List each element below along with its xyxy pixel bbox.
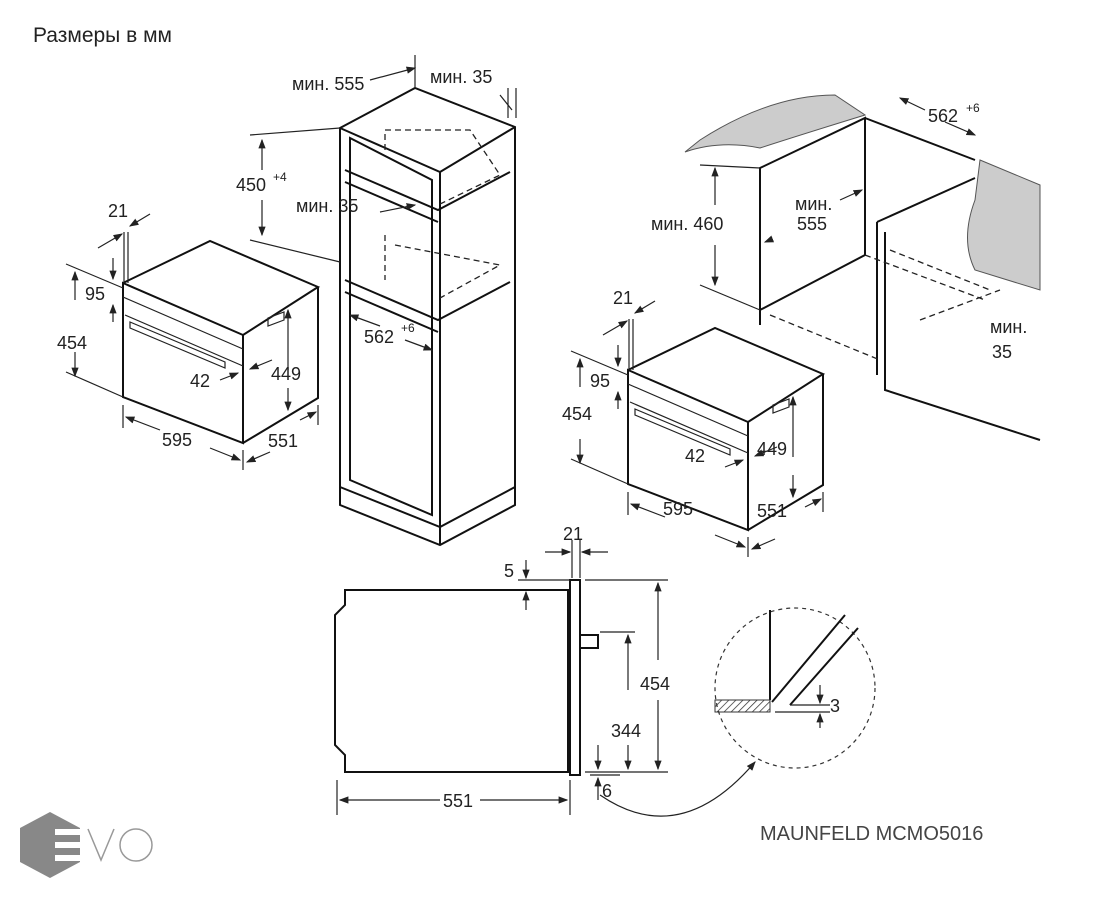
tall-cabinet-view: мин. 555 мин. 35 450 +4 мин. 35 562 +6 xyxy=(236,55,517,547)
dim-min-depth-line2: 555 xyxy=(797,214,827,234)
dim-niche-width-tolerance: +6 xyxy=(966,101,980,115)
brand-model-label: MAUNFELD MCMO5016 xyxy=(760,823,984,845)
page-title: Размеры в мм xyxy=(33,24,172,47)
dim-min-depth-line1: мин. xyxy=(795,194,832,214)
dim-height: 454 xyxy=(562,404,592,424)
dim-niche-height: 450 xyxy=(236,175,266,195)
dim-niche-width: 562 xyxy=(928,106,958,126)
dim-body-height: 449 xyxy=(271,364,301,384)
dim-handle-height: 344 xyxy=(611,721,641,741)
dim-bottom-offset: 6 xyxy=(602,781,612,801)
oven-side-view: 21 5 454 344 551 6 3 xyxy=(334,524,876,817)
dim-width: 595 xyxy=(663,499,693,519)
dim-detail-gap: 3 xyxy=(830,696,840,716)
dim-niche-height-tolerance: +4 xyxy=(273,170,287,184)
oven-right-view: 21 95 454 42 449 595 551 xyxy=(562,288,823,557)
dim-width: 595 xyxy=(162,430,192,450)
dim-min-height: мин. 460 xyxy=(651,214,723,234)
dim-front-thickness: 21 xyxy=(613,288,633,308)
dim-min-gap-top: мин. 35 xyxy=(430,67,492,87)
evo-logo xyxy=(20,812,153,878)
dim-panel-height: 95 xyxy=(590,371,610,391)
dim-niche-width: 562 xyxy=(364,327,394,347)
base-cabinet-view: 562 +6 мин. 460 мин. 555 мин. 35 xyxy=(651,94,1041,441)
dim-handle-depth: 42 xyxy=(685,446,705,466)
dim-front-thickness: 21 xyxy=(563,524,583,544)
dim-depth: 551 xyxy=(757,501,787,521)
dim-height: 454 xyxy=(57,333,87,353)
oven-left-view: 21 95 454 42 449 595 551 xyxy=(57,201,318,470)
dim-niche-width-tolerance: +6 xyxy=(401,321,415,335)
dim-min-gap-line1: мин. xyxy=(990,317,1027,337)
dim-body-height: 449 xyxy=(757,439,787,459)
dim-handle-depth: 42 xyxy=(190,371,210,391)
dim-top-offset: 5 xyxy=(504,561,514,581)
dim-panel-height: 95 xyxy=(85,284,105,304)
dim-min-gap-shelf: мин. 35 xyxy=(296,196,358,216)
dim-depth: 551 xyxy=(443,791,473,811)
dim-min-depth: мин. 555 xyxy=(292,74,364,94)
dim-front-thickness: 21 xyxy=(108,201,128,221)
dim-min-gap-line2: 35 xyxy=(992,342,1012,362)
dim-height: 454 xyxy=(640,674,670,694)
dim-depth: 551 xyxy=(268,431,298,451)
